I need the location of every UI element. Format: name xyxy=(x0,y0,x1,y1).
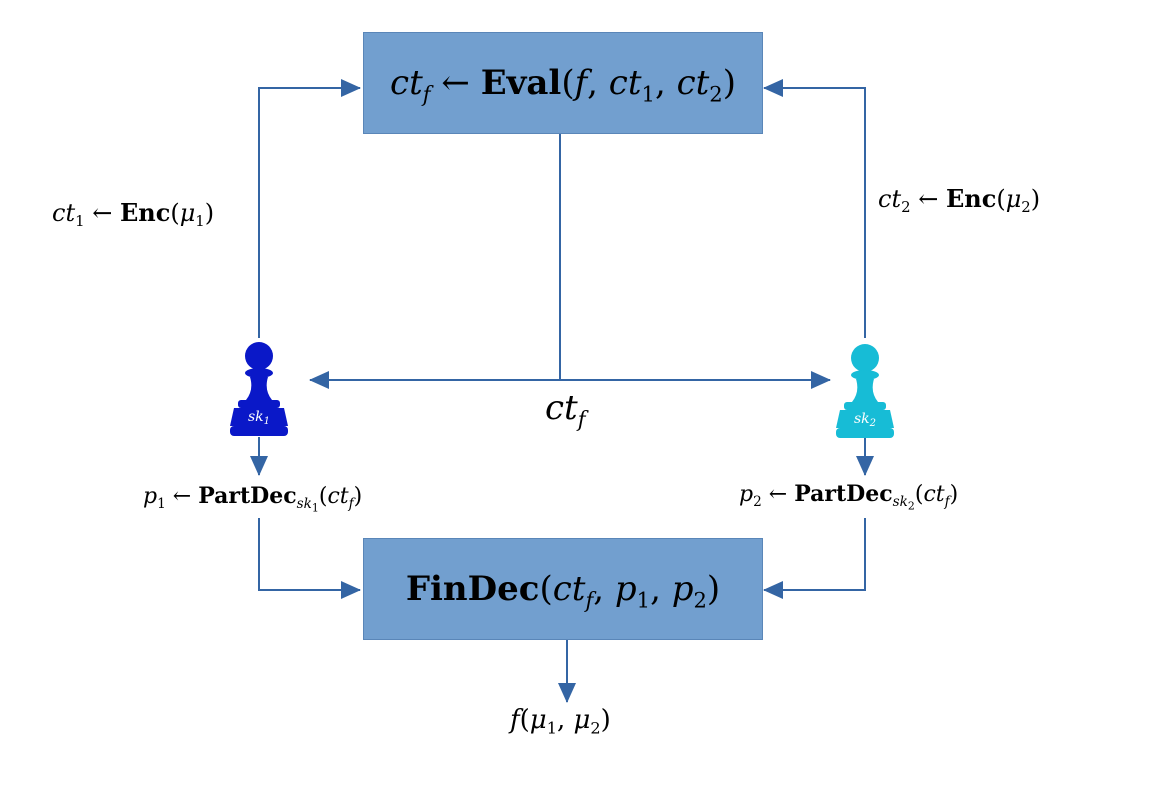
out-arg1: μ xyxy=(529,705,547,735)
party1-key-label: sk1 xyxy=(248,409,270,427)
eval-lhs-sub: f xyxy=(422,81,431,107)
eval-formula: ctf ← Eval(f, ct1, ct2) xyxy=(390,63,736,107)
findec-arg3-sub: 2 xyxy=(693,587,707,613)
pd2-arrow: ← xyxy=(768,482,788,507)
output-label: f(μ1, μ2) xyxy=(510,705,611,738)
eval-func: Eval xyxy=(480,63,562,103)
enc2-lhs-sub: 2 xyxy=(901,198,911,217)
pd1-key: sk xyxy=(296,495,312,512)
pd1-lhs: p xyxy=(143,484,158,509)
enc1-label: ct1 ← Enc(μ1) xyxy=(52,198,215,231)
ctf-text: ct xyxy=(545,388,578,428)
party2-key: sk xyxy=(854,411,870,427)
enc2-label: ct2 ← Enc(μ2) xyxy=(878,184,1041,217)
enc2-arrow xyxy=(763,79,866,338)
partdec2-label: p2 ← PartDecsk2(ctf) xyxy=(739,481,959,513)
pd2-func: PartDec xyxy=(794,481,893,507)
partdec2-arrow xyxy=(763,518,866,599)
enc2-arg: μ xyxy=(1005,185,1022,213)
findec-arg1: ct xyxy=(552,569,586,609)
partdec1-label: p1 ← PartDecsk1(ctf) xyxy=(143,483,363,515)
eval-paren-open: ( xyxy=(561,63,575,103)
findec-formula: FinDec(ctf, p1, p2) xyxy=(405,569,721,613)
eval-arg2: ct xyxy=(608,63,642,103)
enc1-arrow xyxy=(258,79,361,338)
party1-key-sub: 1 xyxy=(264,416,270,427)
eval-lhs: ct xyxy=(390,63,423,103)
enc2-lhs: ct xyxy=(878,185,902,213)
pd2-arg: ct xyxy=(923,482,945,507)
enc2-arg-sub: 2 xyxy=(1021,198,1031,217)
pd1-arrow: ← xyxy=(172,484,192,509)
out-arg2-sub: 2 xyxy=(590,718,601,738)
findec-func: FinDec xyxy=(405,569,540,609)
eval-arg3-sub: 2 xyxy=(709,81,723,107)
pd1-func: PartDec xyxy=(198,483,297,509)
enc2-func: Enc xyxy=(945,184,997,213)
party2-key-label: sk2 xyxy=(854,411,876,429)
eval-arg2-sub: 1 xyxy=(641,81,655,107)
findec-arg1-sub: f xyxy=(585,587,594,613)
ctf-sub: f xyxy=(577,406,586,432)
out-arg2: μ xyxy=(573,705,591,735)
pd1-arg: ct xyxy=(327,484,349,509)
findec-arg2: p xyxy=(614,569,637,609)
pd2-key-sub: 2 xyxy=(907,499,915,513)
enc1-arg: μ xyxy=(179,199,196,227)
pd2-key: sk xyxy=(892,493,908,510)
pd1-lhs-sub: 1 xyxy=(157,495,166,512)
findec-box: FinDec(ctf, p1, p2) xyxy=(363,538,763,640)
out-func: f xyxy=(510,705,520,735)
eval-paren-close: ) xyxy=(722,63,736,103)
ctf-broadcast-label: ctf xyxy=(545,388,586,432)
pd2-arg-sub: f xyxy=(944,493,950,510)
enc2-arrow: ← xyxy=(918,185,939,213)
enc1-arrow: ← xyxy=(92,199,113,227)
party1-key: sk xyxy=(248,409,264,425)
pd1-arg-sub: f xyxy=(348,495,354,512)
eval-arg3: ct xyxy=(676,63,710,103)
eval-arg1: f xyxy=(574,63,588,103)
enc1-arg-sub: 1 xyxy=(195,212,205,231)
findec-arg3: p xyxy=(671,569,694,609)
findec-arg2-sub: 1 xyxy=(636,587,651,613)
pd2-lhs-sub: 2 xyxy=(753,493,762,510)
eval-box: ctf ← Eval(f, ct1, ct2) xyxy=(363,32,763,134)
party2-pawn-icon: sk2 xyxy=(836,344,894,438)
party2-key-sub: 2 xyxy=(869,418,876,429)
eval-arrow: ← xyxy=(441,63,470,103)
party1-pawn-icon: sk1 xyxy=(230,342,288,436)
enc1-lhs: ct xyxy=(52,199,76,227)
pd1-key-sub: 1 xyxy=(311,501,319,515)
pd2-lhs: p xyxy=(739,482,754,507)
partdec1-arrow xyxy=(258,518,361,599)
out-arg1-sub: 1 xyxy=(546,718,557,738)
enc1-lhs-sub: 1 xyxy=(75,212,85,231)
enc1-func: Enc xyxy=(119,198,171,227)
